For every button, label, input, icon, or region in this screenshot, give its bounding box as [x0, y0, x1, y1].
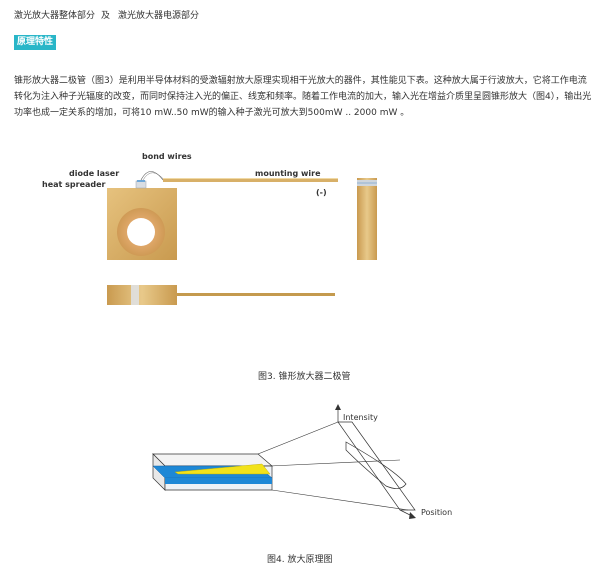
- figure-4-diagram: Intensity Position: [152, 404, 452, 519]
- mount-hole: [127, 218, 155, 246]
- amplified-beam: [174, 463, 271, 475]
- label-heat-spreader: heat spreader: [42, 180, 106, 189]
- bottom-view-wire: [177, 293, 335, 296]
- label-polarity: (-): [316, 188, 327, 197]
- section-badge: 原理特性: [14, 35, 57, 50]
- bottom-view-block: [107, 285, 177, 305]
- label-bond-wires: bond wires: [142, 152, 192, 161]
- intensity-profile: [345, 441, 407, 489]
- label-diode-laser: diode laser: [69, 169, 119, 178]
- side-view-block: [357, 178, 377, 260]
- diode-laser-chip: [135, 180, 147, 189]
- link-amplifier-overall[interactable]: 激光放大器整体部分: [14, 11, 96, 21]
- figure-3-diagram: bond wires diode laser heat spreader mou…: [42, 152, 377, 305]
- label-position: Position: [421, 508, 452, 517]
- figure-3-caption: 图3. 锥形放大器二极管: [258, 372, 351, 382]
- intensity-panel: [337, 421, 416, 511]
- link-amplifier-power[interactable]: 激光放大器电源部分: [118, 11, 200, 21]
- bond-wires: [140, 171, 164, 181]
- figure-4-caption: 图4. 放大原理图: [267, 555, 333, 565]
- label-intensity: Intensity: [343, 413, 378, 422]
- top-links: 激光放大器整体部分及激光放大器电源部分: [14, 8, 199, 21]
- block-top-face: [152, 453, 273, 467]
- chip-top: [137, 180, 145, 182]
- intro-paragraph: 锥形放大器二极管（图3）是利用半导体材料的受激辐射放大原理实现相干光放大的器件，…: [14, 76, 592, 118]
- links-separator: 及: [101, 11, 111, 21]
- mounting-wire: [163, 178, 338, 182]
- label-mounting-wire: mounting wire: [255, 169, 321, 178]
